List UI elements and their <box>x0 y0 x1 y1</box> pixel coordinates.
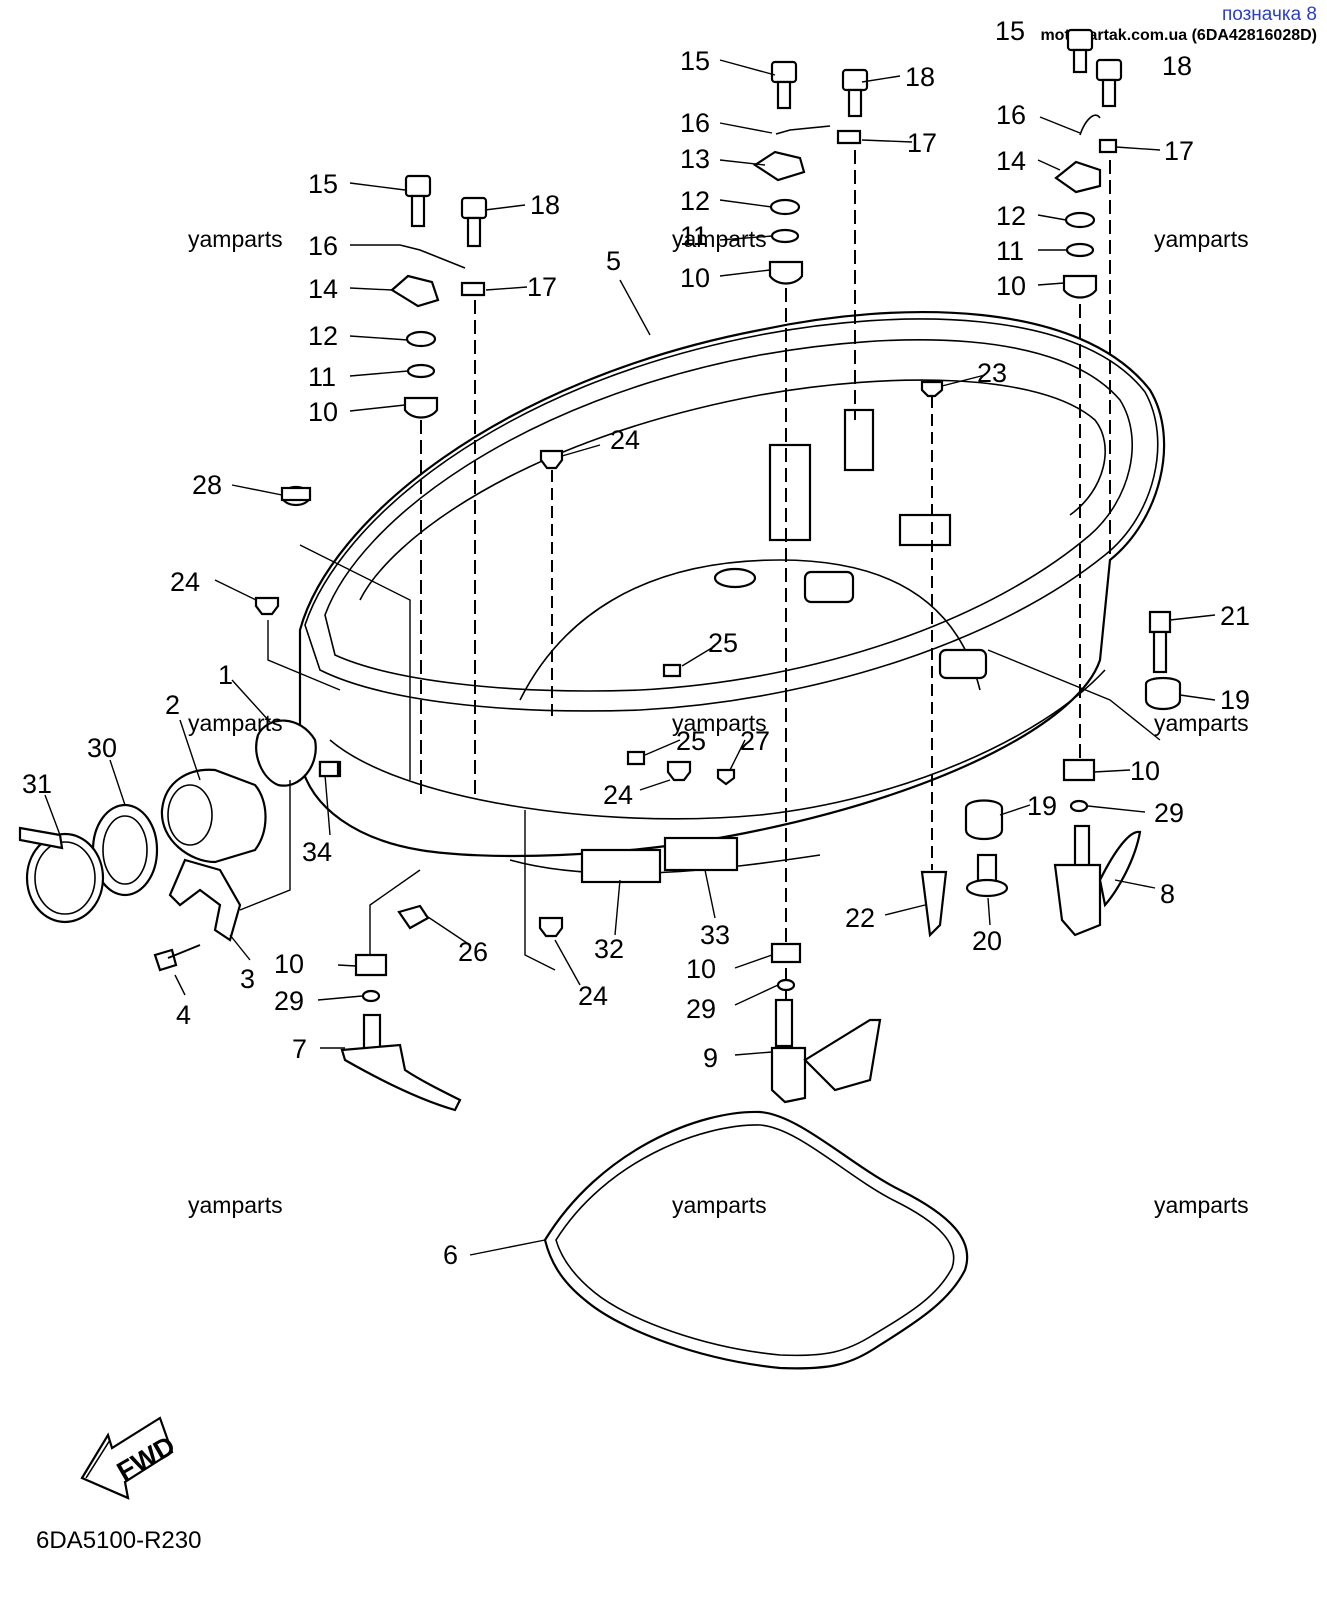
callout-number: 19 <box>1027 791 1057 821</box>
callout-number: 24 <box>610 425 640 455</box>
left-hook-stack <box>390 174 488 800</box>
callout-number: 22 <box>845 903 875 933</box>
header-title: позначка 8 <box>1221 4 1317 25</box>
callout-number: 29 <box>274 986 304 1016</box>
callout-number: 15 <box>680 46 710 76</box>
callout-number: 18 <box>905 62 935 92</box>
callout-number: 10 <box>1130 756 1160 786</box>
cowling-seal <box>543 1110 969 1370</box>
center-hook-stack <box>752 60 869 1000</box>
callout-number: 6 <box>443 1240 458 1270</box>
callout-number: 12 <box>996 201 1026 231</box>
callout-number: 20 <box>972 926 1002 956</box>
bottom-cowling <box>298 310 1166 884</box>
callout-number: 30 <box>87 733 117 763</box>
callout-number: 18 <box>1162 51 1192 81</box>
watermark: yamparts <box>188 1192 283 1218</box>
callout-number: 7 <box>292 1034 307 1064</box>
callout-number: 9 <box>703 1043 718 1073</box>
callout-number: 16 <box>680 108 710 138</box>
watermark: yamparts <box>188 226 283 252</box>
callouts: 15 18 16 17 13 12 11 10 15 18 16 17 14 1… <box>22 16 1250 1270</box>
callout-number: 14 <box>308 274 338 304</box>
callout-number: 10 <box>274 949 304 979</box>
callout-number: 10 <box>308 397 338 427</box>
callout-number: 15 <box>308 169 338 199</box>
callout-number: 33 <box>700 920 730 950</box>
callout-number: 12 <box>680 186 710 216</box>
callout-number: 26 <box>458 937 488 967</box>
callout-number: 27 <box>740 726 770 756</box>
watermark: yamparts <box>1154 1192 1249 1218</box>
callout-number: 17 <box>1164 136 1194 166</box>
levers <box>340 824 1142 1112</box>
callout-number: 21 <box>1220 601 1250 631</box>
callout-number: 19 <box>1220 685 1250 715</box>
callout-number: 14 <box>996 146 1026 176</box>
watermark: yamparts <box>672 226 767 252</box>
callout-number: 29 <box>1154 798 1184 828</box>
callout-number: 29 <box>686 994 716 1024</box>
callout-number: 1 <box>218 660 233 690</box>
callout-number: 28 <box>192 470 222 500</box>
diagram-code: 6DA5100-R230 <box>36 1527 202 1554</box>
callout-number: 17 <box>527 272 557 302</box>
callout-number: 24 <box>578 981 608 1011</box>
leader-lines <box>44 59 1216 1256</box>
callout-number: 17 <box>907 128 937 158</box>
callout-number: 4 <box>176 1000 191 1030</box>
callout-number: 10 <box>680 263 710 293</box>
callout-number: 11 <box>308 362 336 392</box>
callout-number: 11 <box>680 221 708 251</box>
watermark: yamparts <box>188 710 283 736</box>
front-grommet-parts <box>18 719 340 972</box>
callout-number: 2 <box>165 690 180 720</box>
callout-number: 13 <box>680 144 710 174</box>
callout-number: 12 <box>308 321 338 351</box>
callout-number: 18 <box>530 190 560 220</box>
fwd-arrow-icon: FWD <box>80 1416 180 1500</box>
watermark: yamparts <box>1154 710 1249 736</box>
callout-number: 10 <box>686 954 716 984</box>
small-fittings <box>254 380 1182 1003</box>
callout-number: 15 <box>995 16 1025 46</box>
callout-number: 3 <box>240 964 255 994</box>
callout-number: 5 <box>606 246 621 276</box>
callout-number: 24 <box>170 567 200 597</box>
callout-number: 11 <box>996 236 1024 266</box>
callout-number: 25 <box>708 628 738 658</box>
callout-number: 16 <box>308 231 338 261</box>
watermarks: yamparts yamparts yamparts yamparts yamp… <box>188 226 1249 1218</box>
callout-number: 31 <box>22 769 52 799</box>
watermark: yamparts <box>672 1192 767 1218</box>
header-source: motovartak.com.ua (6DA42816028D) <box>1040 27 1317 44</box>
callout-number: 23 <box>977 358 1007 388</box>
callout-number: 32 <box>594 934 624 964</box>
watermark: yamparts <box>1154 226 1249 252</box>
callout-number: 25 <box>676 726 706 756</box>
watermark: yamparts <box>672 710 767 736</box>
right-hook-stack <box>1054 28 1123 760</box>
callout-number: 10 <box>996 271 1026 301</box>
callout-number: 34 <box>302 837 332 867</box>
callout-number: 8 <box>1160 879 1175 909</box>
callout-number: 16 <box>996 100 1026 130</box>
callout-number: 24 <box>603 780 633 810</box>
